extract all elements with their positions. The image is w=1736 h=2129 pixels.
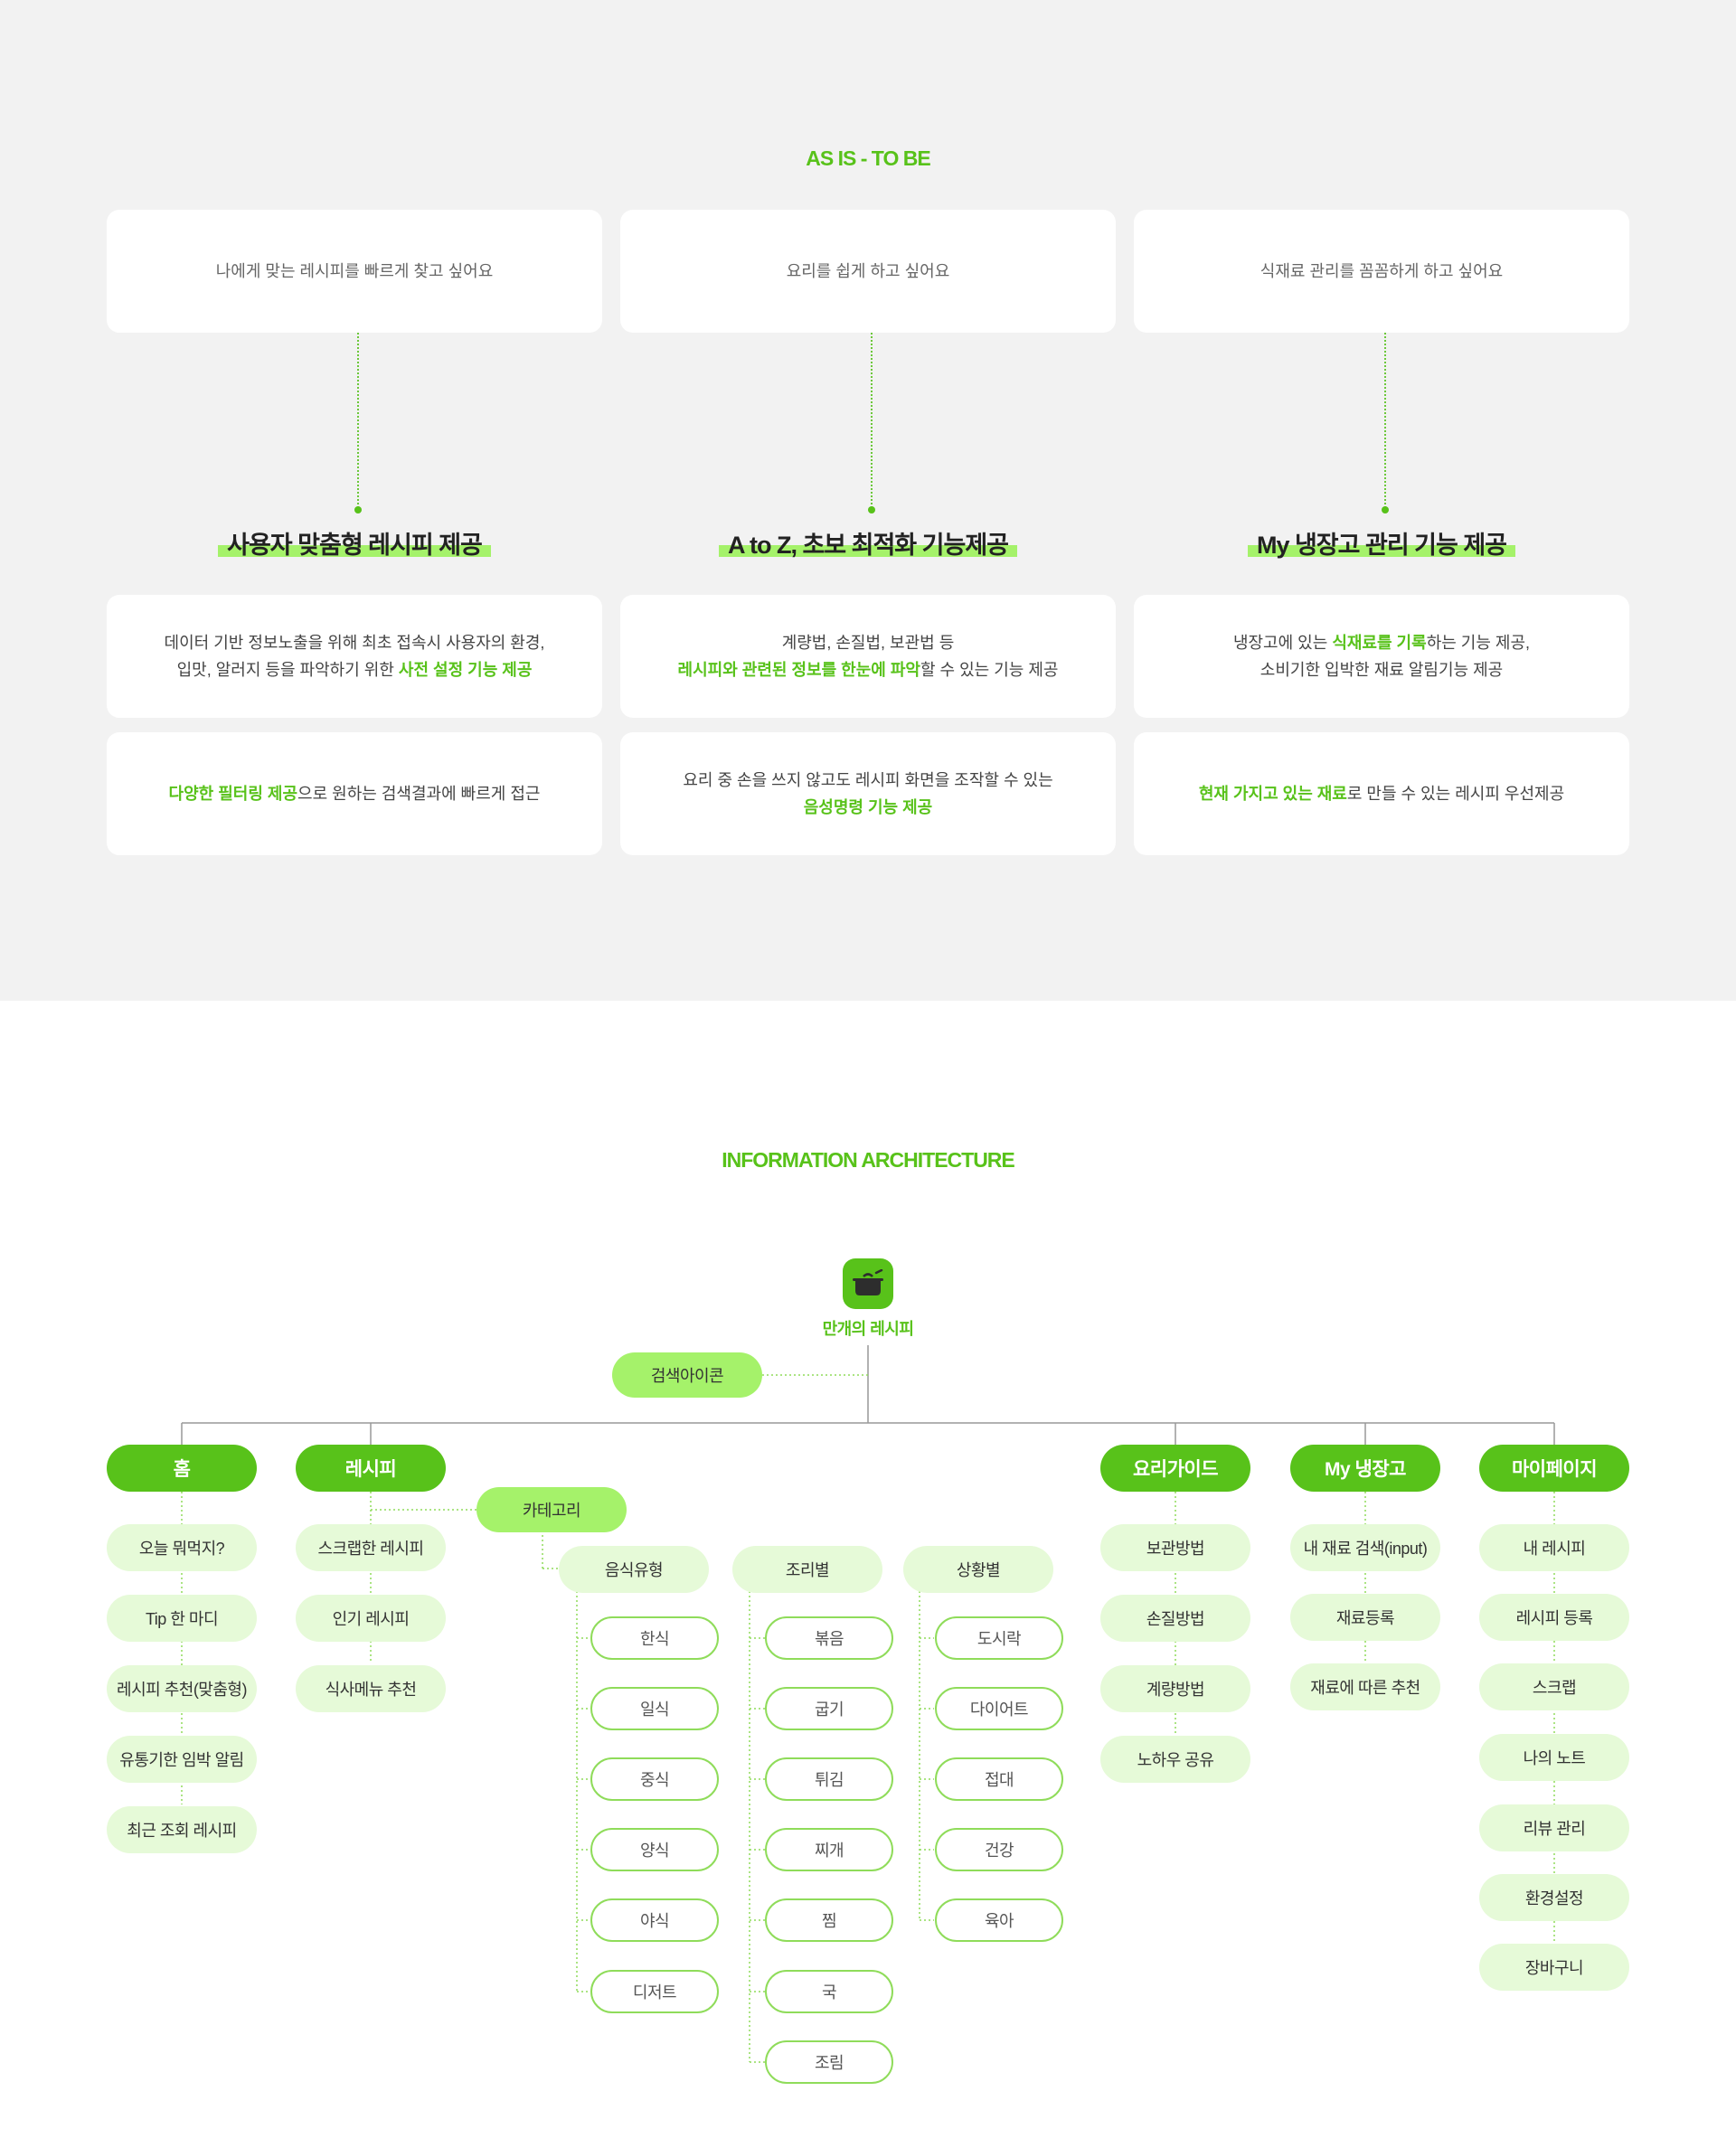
question-card-3: 식재료 관리를 꼼꼼하게 하고 싶어요 (1134, 210, 1629, 333)
question-card-1: 나에게 맞는 레시피를 빠르게 찾고 싶어요 (107, 210, 602, 333)
home-item[interactable]: 레시피 추천(맞춤형) (107, 1665, 257, 1712)
cooking-pot-icon (843, 1258, 893, 1309)
feature-title-2: A to Z, 초보 최적화 기능제공 (620, 532, 1116, 560)
solution-text: 할 수 있는 기능 제공 (920, 661, 1059, 679)
root-label: 만개의 레시피 (822, 1320, 914, 1338)
question-text-3: 식재료 관리를 꼼꼼하게 하고 싶어요 (1260, 262, 1504, 280)
home-item[interactable]: 유통기한 임박 알림 (107, 1736, 257, 1783)
solution-highlight: 레시피와 관련된 정보를 한눈에 파악 (677, 661, 920, 679)
solution-text: 계량법, 손질법, 보관법 등 (781, 634, 955, 652)
solution-text: 입맛, 알러지 등을 파악하기 위한 (176, 661, 399, 679)
fridge-item[interactable]: 재료등록 (1290, 1594, 1440, 1641)
mypage-item[interactable]: 리뷰 관리 (1479, 1804, 1629, 1851)
home-item[interactable]: 최근 조회 레시피 (107, 1806, 257, 1853)
ia-title: INFORMATION ARCHITECTURE (722, 1148, 1015, 1172)
search-icon-node[interactable]: 검색아이콘 (612, 1352, 762, 1398)
cook-method-item[interactable]: 국 (765, 1970, 893, 2013)
asis-tobe-title: AS IS - TO BE (806, 146, 930, 170)
home-item[interactable]: Tip 한 마디 (107, 1595, 257, 1642)
solution-highlight: 식재료를 기록 (1332, 634, 1427, 652)
solution-text: 하는 기능 제공, (1426, 634, 1531, 652)
solution-text: 소비기한 입박한 재료 알림기능 제공 (1260, 661, 1504, 679)
menu-home[interactable]: 홈 (107, 1445, 257, 1492)
mypage-item[interactable]: 레시피 등록 (1479, 1594, 1629, 1641)
food-type-item[interactable]: 중식 (590, 1757, 719, 1801)
solution-text: 요리 중 손을 쓰지 않고도 레시피 화면을 조작할 수 있는 (683, 771, 1053, 789)
category-node[interactable]: 카테고리 (476, 1487, 627, 1532)
fridge-item[interactable]: 내 재료 검색(input) (1290, 1524, 1440, 1571)
recipe-item[interactable]: 스크랩한 레시피 (296, 1524, 446, 1571)
solution-highlight: 다양한 필터링 제공 (168, 785, 298, 803)
home-item[interactable]: 오늘 뭐먹지? (107, 1524, 257, 1571)
guide-item[interactable]: 보관방법 (1100, 1524, 1250, 1571)
recipe-item[interactable]: 인기 레시피 (296, 1595, 446, 1642)
mypage-item[interactable]: 장바구니 (1479, 1944, 1629, 1991)
cook-method-item[interactable]: 찌개 (765, 1828, 893, 1871)
mypage-item[interactable]: 환경설정 (1479, 1874, 1629, 1921)
group-cooking-method[interactable]: 조리별 (732, 1546, 882, 1593)
solution-card-2b: 요리 중 손을 쓰지 않고도 레시피 화면을 조작할 수 있는 음성명령 기능 … (620, 732, 1116, 855)
question-text-2: 요리를 쉽게 하고 싶어요 (786, 262, 950, 280)
solution-text: 데이터 기반 정보노출을 위해 최초 접속시 사용자의 환경, (164, 634, 545, 652)
solution-text: 로 만들 수 있는 레시피 우선제공 (1346, 785, 1565, 803)
guide-item[interactable]: 손질방법 (1100, 1595, 1250, 1642)
solution-highlight: 사전 설정 기능 제공 (398, 661, 533, 679)
recipe-item[interactable]: 식사메뉴 추천 (296, 1665, 446, 1712)
food-type-item[interactable]: 일식 (590, 1687, 719, 1730)
cook-method-item[interactable]: 튀김 (765, 1757, 893, 1801)
connector-dot-3 (1382, 506, 1389, 513)
solution-card-1a: 데이터 기반 정보노출을 위해 최초 접속시 사용자의 환경, 입맛, 알러지 … (107, 595, 602, 718)
food-type-item[interactable]: 양식 (590, 1828, 719, 1871)
guide-item[interactable]: 노하우 공유 (1100, 1736, 1250, 1783)
food-type-item[interactable]: 디저트 (590, 1970, 719, 2013)
menu-my-fridge[interactable]: My 냉장고 (1290, 1445, 1440, 1492)
solution-text: 으로 원하는 검색결과에 빠르게 접근 (297, 785, 541, 803)
solution-card-3b: 현재 가지고 있는 재료로 만들 수 있는 레시피 우선제공 (1134, 732, 1629, 855)
food-type-item[interactable]: 야식 (590, 1898, 719, 1942)
situation-item[interactable]: 접대 (935, 1757, 1063, 1801)
cook-method-item[interactable]: 볶음 (765, 1616, 893, 1660)
menu-recipe[interactable]: 레시피 (296, 1445, 446, 1492)
menu-mypage[interactable]: 마이페이지 (1479, 1445, 1629, 1492)
feature-title-3: My 냉장고 관리 기능 제공 (1134, 532, 1629, 560)
solution-highlight: 현재 가지고 있는 재료 (1198, 785, 1347, 803)
situation-item[interactable]: 육아 (935, 1898, 1063, 1942)
question-text-1: 나에게 맞는 레시피를 빠르게 찾고 싶어요 (215, 262, 494, 280)
situation-item[interactable]: 도시락 (935, 1616, 1063, 1660)
menu-cooking-guide[interactable]: 요리가이드 (1100, 1445, 1250, 1492)
cook-method-item[interactable]: 찜 (765, 1898, 893, 1942)
cook-method-item[interactable]: 조림 (765, 2040, 893, 2084)
question-card-2: 요리를 쉽게 하고 싶어요 (620, 210, 1116, 333)
solution-text: 냉장고에 있는 (1232, 634, 1333, 652)
mypage-item[interactable]: 스크랩 (1479, 1663, 1629, 1710)
solution-card-2a: 계량법, 손질법, 보관법 등 레시피와 관련된 정보를 한눈에 파악할 수 있… (620, 595, 1116, 718)
connector-dot-1 (354, 506, 362, 513)
situation-item[interactable]: 건강 (935, 1828, 1063, 1871)
guide-item[interactable]: 계량방법 (1100, 1665, 1250, 1712)
connector-dot-2 (868, 506, 875, 513)
solution-card-3a: 냉장고에 있는 식재료를 기록하는 기능 제공, 소비기한 입박한 재료 알림기… (1134, 595, 1629, 718)
cook-method-item[interactable]: 굽기 (765, 1687, 893, 1730)
solution-highlight: 음성명령 기능 제공 (803, 798, 933, 816)
group-situation[interactable]: 상황별 (903, 1546, 1053, 1593)
connector-line-2 (871, 333, 873, 508)
fridge-item[interactable]: 재료에 따른 추천 (1290, 1663, 1440, 1710)
asis-tobe-section: AS IS - TO BE 나에게 맞는 레시피를 빠르게 찾고 싶어요 요리를… (0, 0, 1736, 1001)
situation-item[interactable]: 다이어트 (935, 1687, 1063, 1730)
mypage-item[interactable]: 내 레시피 (1479, 1524, 1629, 1571)
feature-title-1: 사용자 맞춤형 레시피 제공 (107, 532, 602, 560)
mypage-item[interactable]: 나의 노트 (1479, 1734, 1629, 1781)
food-type-item[interactable]: 한식 (590, 1616, 719, 1660)
connector-line-1 (357, 333, 359, 508)
group-food-type[interactable]: 음식유형 (559, 1546, 709, 1593)
connector-line-3 (1384, 333, 1386, 508)
solution-card-1b: 다양한 필터링 제공으로 원하는 검색결과에 빠르게 접근 (107, 732, 602, 855)
